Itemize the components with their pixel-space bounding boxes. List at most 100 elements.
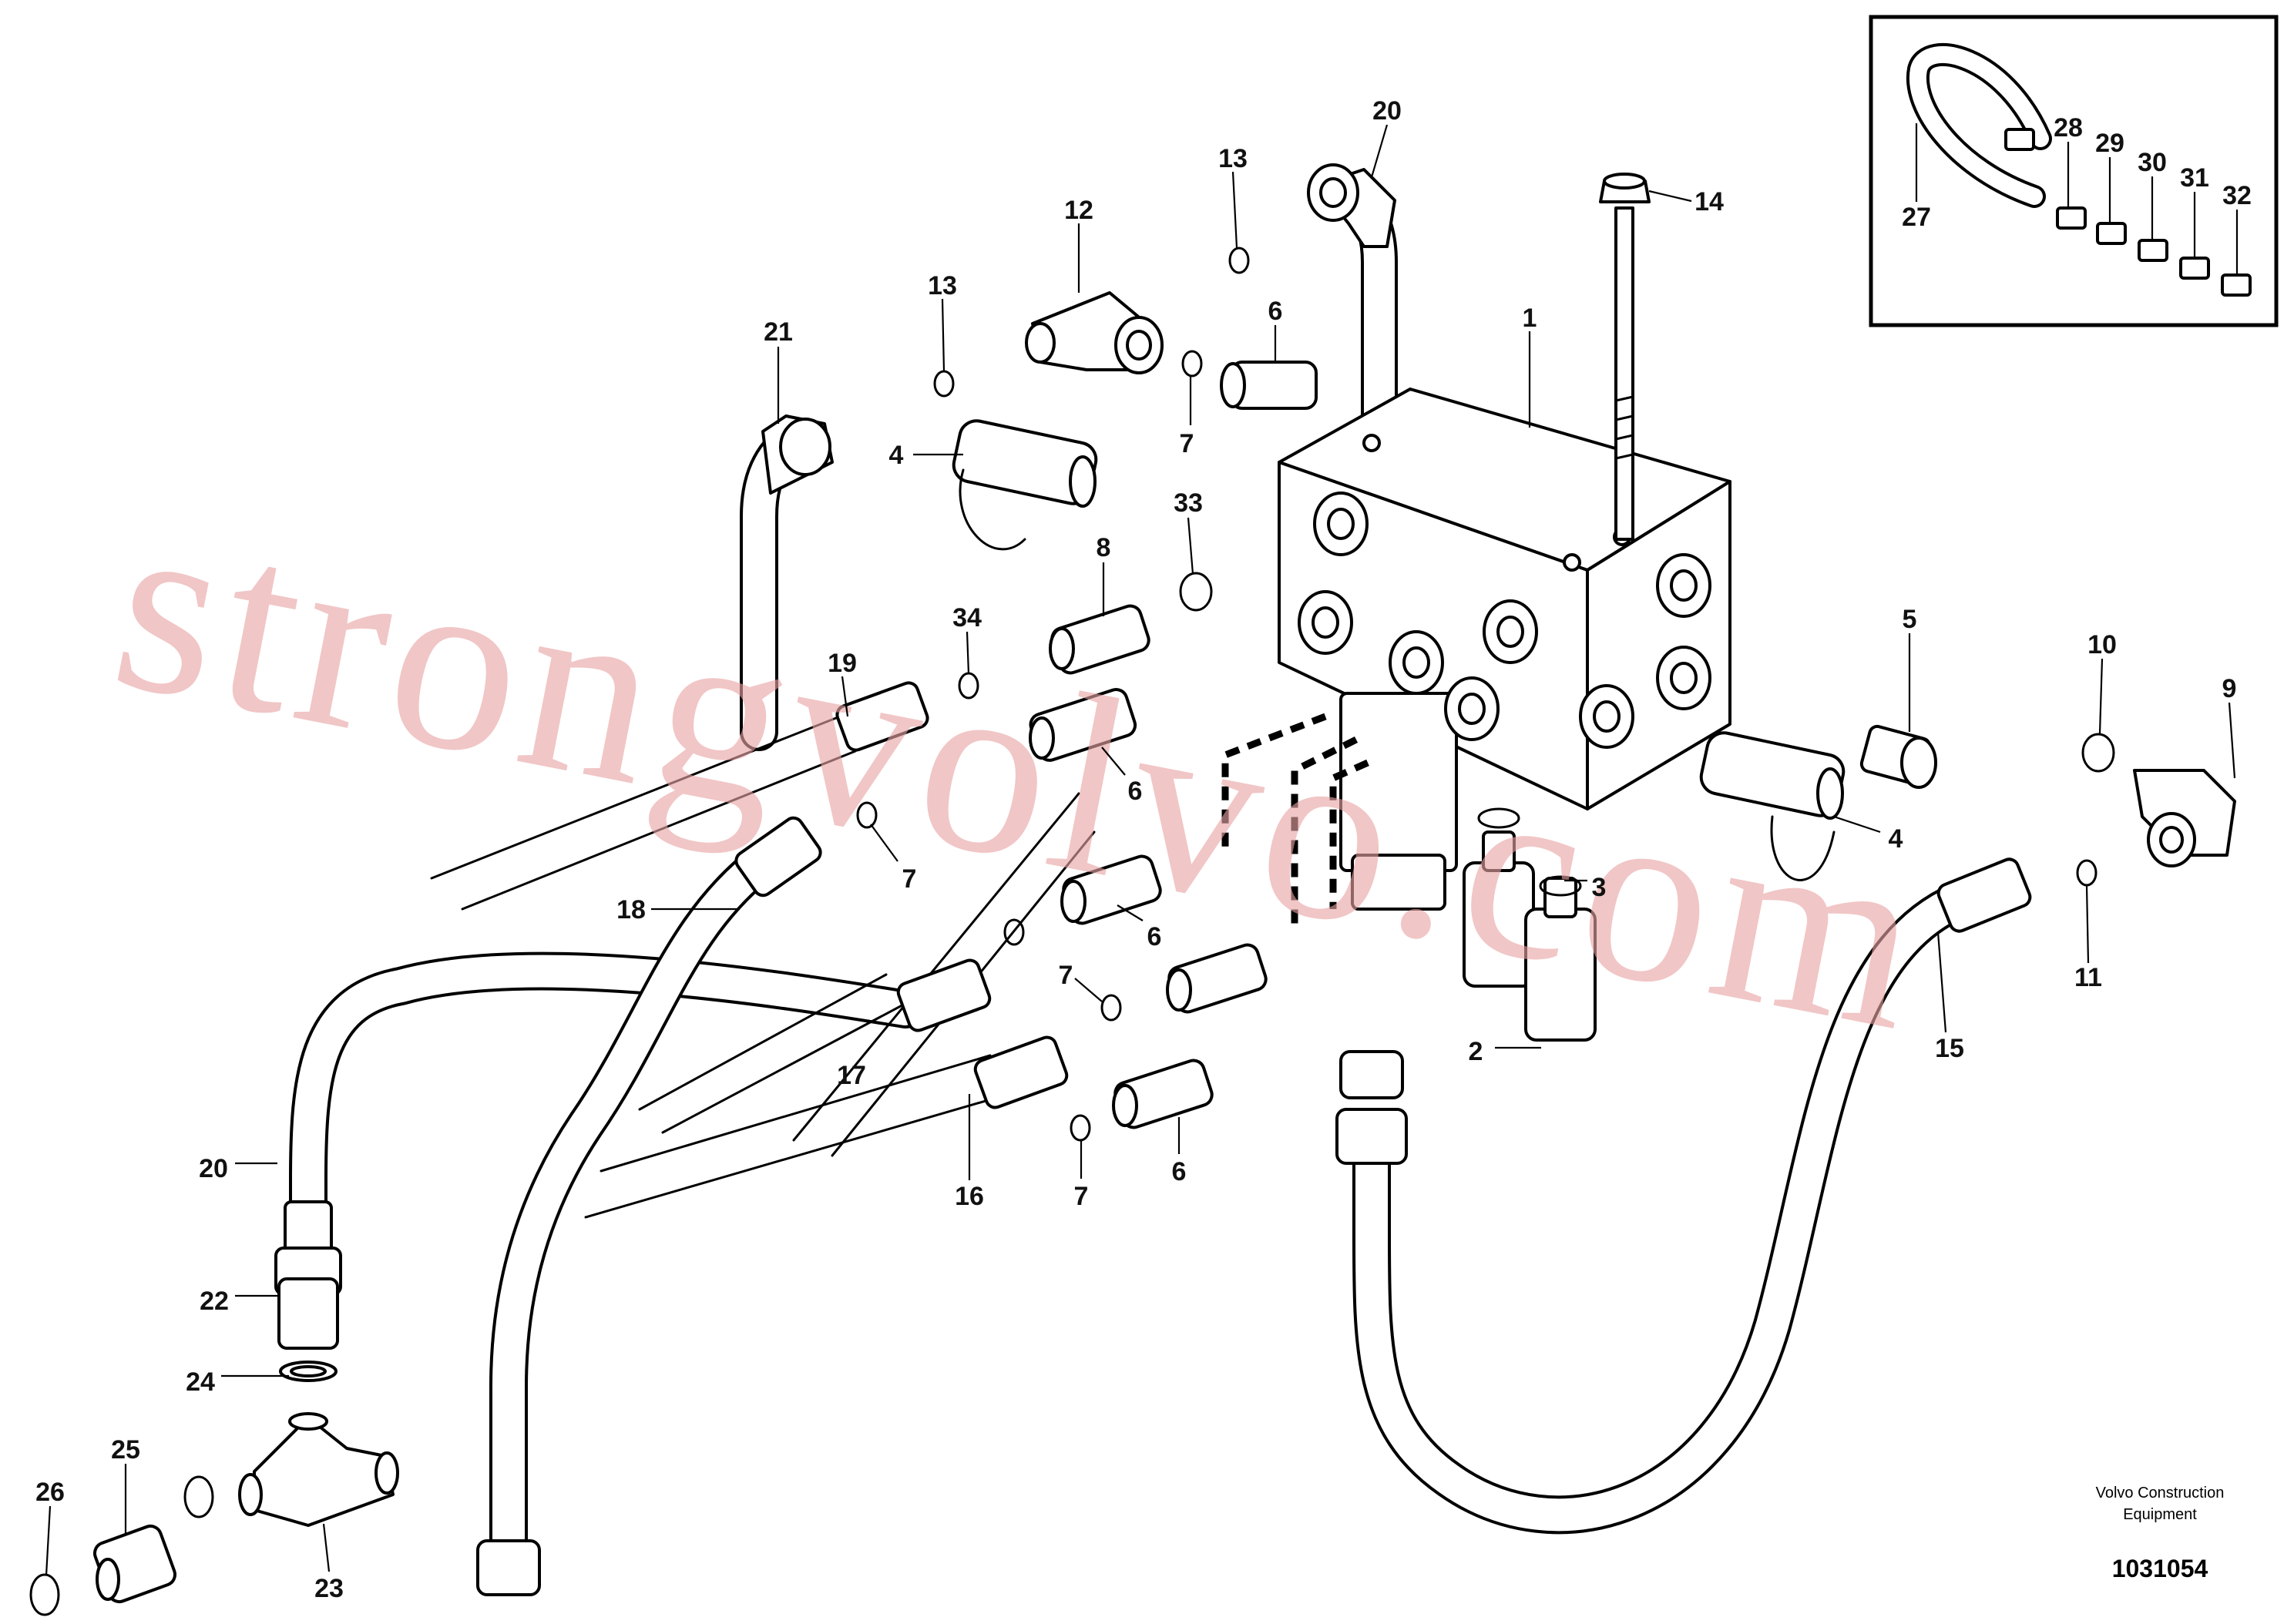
coupling-4-top xyxy=(952,419,1098,551)
callout-c7b: 7 xyxy=(902,864,917,894)
leader-c13b xyxy=(941,298,945,372)
callout-c18: 18 xyxy=(616,895,646,924)
callout-c9: 9 xyxy=(2222,674,2237,703)
hose-16-lines xyxy=(584,1054,1011,1219)
callout-c2: 2 xyxy=(1469,1037,1483,1066)
leader-c14 xyxy=(1648,190,1692,203)
leader-c26 xyxy=(45,1505,52,1576)
leader-c33 xyxy=(1187,517,1194,575)
nipple-8 xyxy=(1049,604,1150,675)
callout-c13b: 13 xyxy=(928,271,957,300)
nut-25 xyxy=(92,1524,177,1604)
callout-c6d: 6 xyxy=(1172,1157,1187,1186)
elbow-21 xyxy=(761,414,834,495)
callout-c13a: 13 xyxy=(1218,144,1248,173)
callout-c11: 11 xyxy=(2074,963,2102,992)
callout-c10: 10 xyxy=(2087,630,2117,659)
nipple-6-mid xyxy=(1029,688,1137,762)
callout-c6b: 6 xyxy=(1128,777,1143,806)
callout-c17: 17 xyxy=(837,1061,866,1090)
callout-c7c: 7 xyxy=(1059,961,1073,990)
cable-tie-27 xyxy=(1906,43,2052,208)
elbow-9 xyxy=(2133,769,2236,867)
inset-kit xyxy=(1869,15,2279,327)
hose-end-nuts xyxy=(476,681,2032,1596)
callout-c6a: 6 xyxy=(1268,297,1283,326)
tee-23 xyxy=(238,1412,399,1527)
credit-line-1: Volvo Construction xyxy=(2096,1485,2225,1502)
callout-c4a: 4 xyxy=(889,441,904,470)
hose-18 xyxy=(489,840,786,1568)
callout-c22: 22 xyxy=(200,1287,229,1316)
callout-c34: 34 xyxy=(952,603,982,632)
leader-c7c xyxy=(1074,978,1103,1002)
plug-5 xyxy=(1859,724,1937,789)
callout-c28: 28 xyxy=(2054,113,2083,143)
callout-c6c: 6 xyxy=(1147,922,1162,951)
callout-c20a: 20 xyxy=(1372,96,1402,126)
leader-c13a xyxy=(1231,171,1238,249)
callout-c27: 27 xyxy=(1902,203,1931,232)
callout-c25: 25 xyxy=(111,1435,140,1465)
callout-c19: 19 xyxy=(828,649,857,678)
callout-c24: 24 xyxy=(186,1367,215,1397)
hose-group xyxy=(289,183,1977,1568)
leader-c34 xyxy=(966,631,970,675)
callout-c20b: 20 xyxy=(199,1154,228,1183)
callout-c21: 21 xyxy=(764,317,793,347)
callout-c26: 26 xyxy=(35,1478,65,1507)
callout-labels: 1234456666777789101112131314151617181920… xyxy=(35,96,2252,1603)
callout-c4b: 4 xyxy=(1889,824,1903,854)
callout-c33: 33 xyxy=(1174,488,1203,518)
callout-c16: 16 xyxy=(955,1182,984,1211)
nipple-6-low2 xyxy=(1166,943,1268,1014)
coupling-2-pair xyxy=(1463,830,1597,1042)
callout-c29: 29 xyxy=(2095,129,2124,158)
fittings xyxy=(92,163,2236,1604)
document-number: 1031054 xyxy=(2112,1555,2208,1582)
leader-c4b xyxy=(1833,815,1881,834)
callout-c1: 1 xyxy=(1523,304,1537,333)
tee-12 xyxy=(1025,291,1164,374)
leader-c9 xyxy=(2228,702,2236,779)
hose-19-lines xyxy=(430,715,857,911)
leader-c6c xyxy=(1117,904,1144,921)
hose-20-lower xyxy=(289,951,925,1225)
hidden-lines xyxy=(1221,713,1369,924)
callout-c7d: 7 xyxy=(1074,1182,1089,1211)
callout-c8: 8 xyxy=(1097,533,1111,562)
callout-c14: 14 xyxy=(1694,187,1724,216)
leader-c19 xyxy=(841,676,849,717)
callout-c32: 32 xyxy=(2222,181,2252,210)
valve-block xyxy=(1278,388,1731,911)
leader-c7b xyxy=(870,824,898,862)
valve-ports xyxy=(1298,434,1711,749)
callout-c15: 15 xyxy=(1935,1034,1964,1063)
leader-lines xyxy=(45,123,2239,1576)
leader-c10 xyxy=(2098,658,2104,734)
leader-c15 xyxy=(1936,931,1947,1033)
bolt-14 xyxy=(1599,173,1651,541)
callout-c7a: 7 xyxy=(1180,429,1194,458)
adapter-stack xyxy=(274,1200,342,1382)
credit-line-2: Equipment xyxy=(2123,1506,2197,1523)
leader-c11 xyxy=(2085,885,2090,964)
nipple-6-bottom xyxy=(1112,1059,1214,1129)
hose-15 xyxy=(1352,882,1977,1535)
leader-c6b xyxy=(1101,747,1126,776)
callout-c31: 31 xyxy=(2180,163,2209,193)
leader-c23 xyxy=(322,1523,331,1572)
leader-c20a xyxy=(1370,124,1389,178)
coupling-4-right xyxy=(1699,731,1846,881)
elbow-20-top xyxy=(1307,163,1396,248)
callout-c12: 12 xyxy=(1064,196,1093,225)
callout-c3: 3 xyxy=(1592,873,1607,902)
callout-c30: 30 xyxy=(2138,148,2167,177)
callout-c5: 5 xyxy=(1903,605,1917,634)
nipple-6-low xyxy=(1060,854,1162,925)
nipple-6-top xyxy=(1220,361,1318,410)
callout-c23: 23 xyxy=(314,1574,344,1603)
hose-17-lines xyxy=(638,973,911,1134)
